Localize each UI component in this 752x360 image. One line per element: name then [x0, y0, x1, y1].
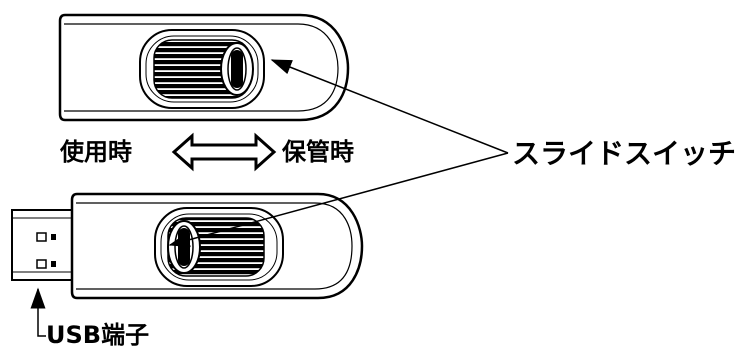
slide-switch-top — [153, 39, 254, 99]
double-arrow-icon — [171, 132, 277, 172]
drive-inner-edge-bottom — [76, 202, 353, 247]
leader-line-bottom — [168, 152, 509, 248]
label-usb-terminal: USB端子 — [46, 321, 150, 349]
usb-connector — [11, 209, 73, 281]
label-in-use: 使用時 — [60, 138, 132, 166]
label-storage: 保管時 — [282, 138, 354, 166]
leader-line-top — [270, 59, 509, 154]
drive-inner-edge-top — [64, 23, 339, 69]
slide-switch-bottom — [167, 217, 265, 277]
drive-inner-edge-top-bottom — [64, 67, 339, 112]
usb-drive-in-use-state — [11, 192, 364, 300]
label-slide-switch: スライドスイッチ — [512, 137, 737, 170]
usb-drive-storage-state — [58, 13, 350, 122]
